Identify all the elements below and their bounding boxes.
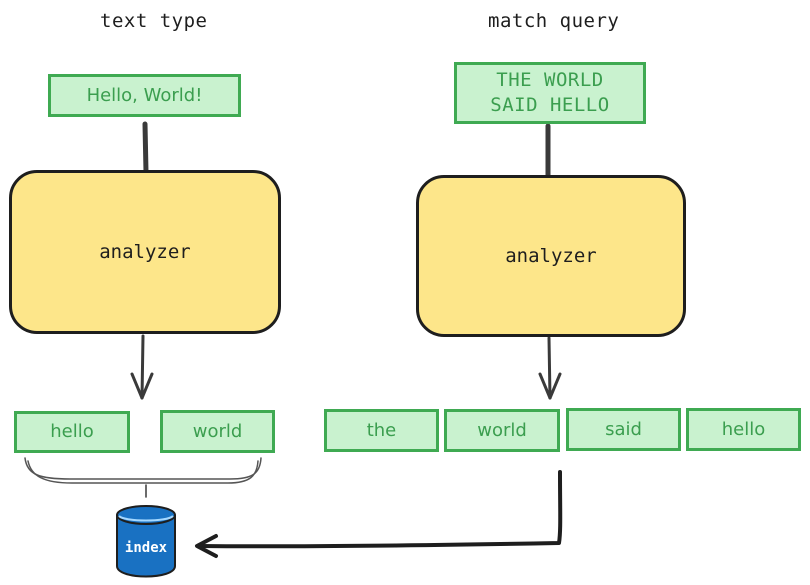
query-input-box: THE WORLD SAID HELLO [454, 62, 646, 124]
query-arrowhead [195, 534, 218, 558]
right-token-said: said [566, 408, 681, 451]
left-arrowhead [130, 372, 154, 400]
text-type-title: text type [100, 10, 208, 32]
right-token-hello: hello [686, 408, 801, 451]
left-token-hello: hello [14, 411, 130, 453]
index-label: index [124, 540, 168, 556]
token-brace [24, 457, 262, 484]
left-analyzer-box: analyzer [9, 170, 281, 334]
right-token-world: world [444, 409, 560, 452]
right-output-arrow [547, 336, 552, 400]
left-output-arrow [140, 334, 145, 400]
right-token-the: the [324, 409, 439, 452]
left-input-connector [142, 121, 149, 175]
query-to-index-arrow [198, 470, 563, 549]
right-arrowhead [538, 372, 562, 400]
match-query-title: match query [488, 10, 620, 32]
text-input-box: Hello, World! [48, 74, 241, 117]
left-token-world: world [160, 410, 275, 453]
right-analyzer-box: analyzer [416, 175, 686, 337]
